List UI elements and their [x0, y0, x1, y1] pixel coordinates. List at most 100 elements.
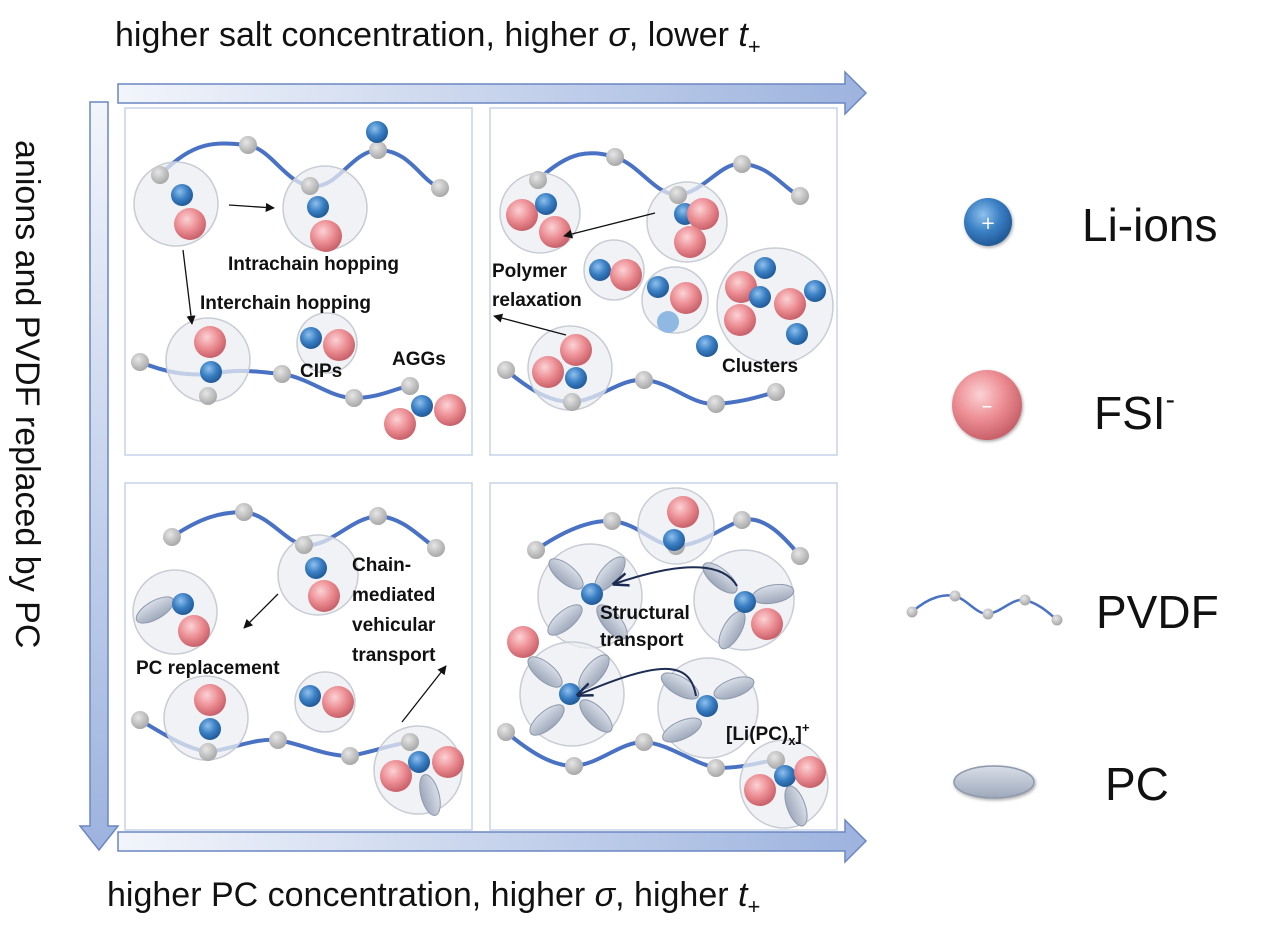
structural-transport-label-line1: Structural	[600, 603, 690, 624]
pvdf-bead	[733, 155, 751, 173]
li-ion	[307, 196, 329, 218]
fsi-anion	[725, 271, 757, 303]
chain-mediated-label-line3: vehicular	[352, 615, 436, 636]
svg-text:–: –	[982, 394, 993, 419]
fsi-anion	[322, 686, 354, 718]
li-ion	[299, 685, 321, 707]
fsi-anion	[174, 208, 206, 240]
pvdf-bead	[669, 186, 687, 204]
pvdf-bead	[401, 377, 419, 395]
li-ion	[696, 335, 718, 357]
panel1-content	[131, 121, 466, 440]
pvdf-bead	[345, 389, 363, 407]
pc-molecule	[662, 717, 702, 743]
li-ion	[565, 367, 587, 389]
li-ion	[754, 257, 776, 279]
pc-molecule	[527, 656, 563, 688]
fsi-anion	[667, 496, 699, 528]
pvdf-bead	[497, 723, 515, 741]
pvdf-bead	[707, 395, 725, 413]
chain-mediated-label-line2: mediated	[352, 585, 435, 606]
pvdf-bead	[131, 353, 149, 371]
fsi-anion	[194, 326, 226, 358]
pvdf-bead	[341, 747, 359, 765]
fsi-anion	[560, 334, 592, 366]
li-ion	[696, 695, 718, 717]
li-ion	[774, 765, 796, 787]
legend-pvdf-icon	[906, 590, 1063, 626]
panel2-content	[493, 148, 834, 413]
pvdf-bead	[603, 512, 621, 530]
pc-molecule	[548, 558, 584, 590]
li-ion	[300, 327, 322, 349]
fsi-anion	[539, 216, 571, 248]
legend-pvdf-label: PVDF	[1096, 586, 1219, 638]
svg-text:+: +	[980, 213, 995, 234]
left-axis-arrow	[78, 101, 120, 852]
pc-molecule	[529, 704, 565, 736]
bottom-axis-label: higher PC concentration, higher σ, highe…	[107, 876, 760, 919]
fsi-anion	[507, 626, 539, 658]
fsi-anion	[751, 608, 783, 640]
relaxation-arrow	[493, 313, 567, 336]
pvdf-bead	[163, 528, 181, 546]
pvdf-bead	[635, 733, 653, 751]
li-ion	[734, 591, 756, 613]
pvdf-bead	[497, 361, 515, 379]
pvdf-bead	[199, 743, 217, 761]
top-axis-arrow	[117, 70, 868, 116]
pvdf-bead	[199, 387, 217, 405]
fsi-anion	[774, 288, 806, 320]
pvdf-bead	[529, 171, 547, 189]
fsi-anion	[194, 684, 226, 716]
structural-transport-arrow	[614, 566, 738, 586]
chain-mediated-label-line4: transport	[352, 645, 436, 666]
fsi-anion	[674, 226, 706, 258]
li-ion	[171, 184, 193, 206]
pc-molecule	[660, 672, 700, 700]
legend-li-label: Li-ions	[1082, 199, 1218, 251]
li-ion	[647, 276, 669, 298]
pvdf-bead	[369, 507, 387, 525]
li-ion	[589, 259, 611, 281]
pvdf-bead	[151, 166, 169, 184]
pvdf-bead	[767, 751, 785, 769]
li-ion	[411, 395, 433, 417]
pc-molecule	[784, 785, 808, 827]
li-ion	[366, 121, 388, 143]
fsi-anion	[670, 282, 702, 314]
li-ion	[559, 683, 581, 705]
pvdf-bead	[791, 187, 809, 205]
interchain-hopping-label: Interchain hopping	[200, 293, 371, 314]
hop-arrow	[182, 249, 196, 325]
cips-label: CIPs	[300, 361, 342, 382]
li-pc-complex-label: [Li(PC)x]+	[726, 720, 810, 748]
pc-replacement-label: PC replacement	[136, 658, 280, 679]
pvdf-bead	[565, 757, 583, 775]
fsi-anion	[308, 580, 340, 612]
vehicular-arrow	[401, 665, 447, 723]
fsi-anion	[744, 774, 776, 806]
li-ion	[749, 286, 771, 308]
structural-transport-arrow	[578, 668, 697, 696]
pvdf-bead	[295, 536, 313, 554]
pvdf-bead	[131, 711, 149, 729]
pvdf-bead	[431, 179, 449, 197]
fsi-anion	[178, 615, 210, 647]
li-ion	[172, 593, 194, 615]
li-ion	[305, 557, 327, 579]
pvdf-bead	[301, 177, 319, 195]
fsi-anion	[432, 746, 464, 778]
top-axis-label: higher salt concentration, higher σ, low…	[115, 16, 761, 59]
fsi-anion	[610, 259, 642, 291]
chain-mediated-label-line1: Chain-	[352, 555, 411, 576]
intrachain-hopping-label: Intrachain hopping	[228, 254, 399, 275]
pvdf-bead	[527, 541, 545, 559]
li-ion	[535, 193, 557, 215]
clusters-label: Clusters	[722, 356, 798, 377]
panel3-content	[131, 503, 464, 816]
li-ion	[663, 529, 685, 551]
legend-fsi-icon: –	[952, 370, 1022, 440]
pvdf-bead	[273, 365, 291, 383]
pvdf-bead	[635, 371, 653, 389]
